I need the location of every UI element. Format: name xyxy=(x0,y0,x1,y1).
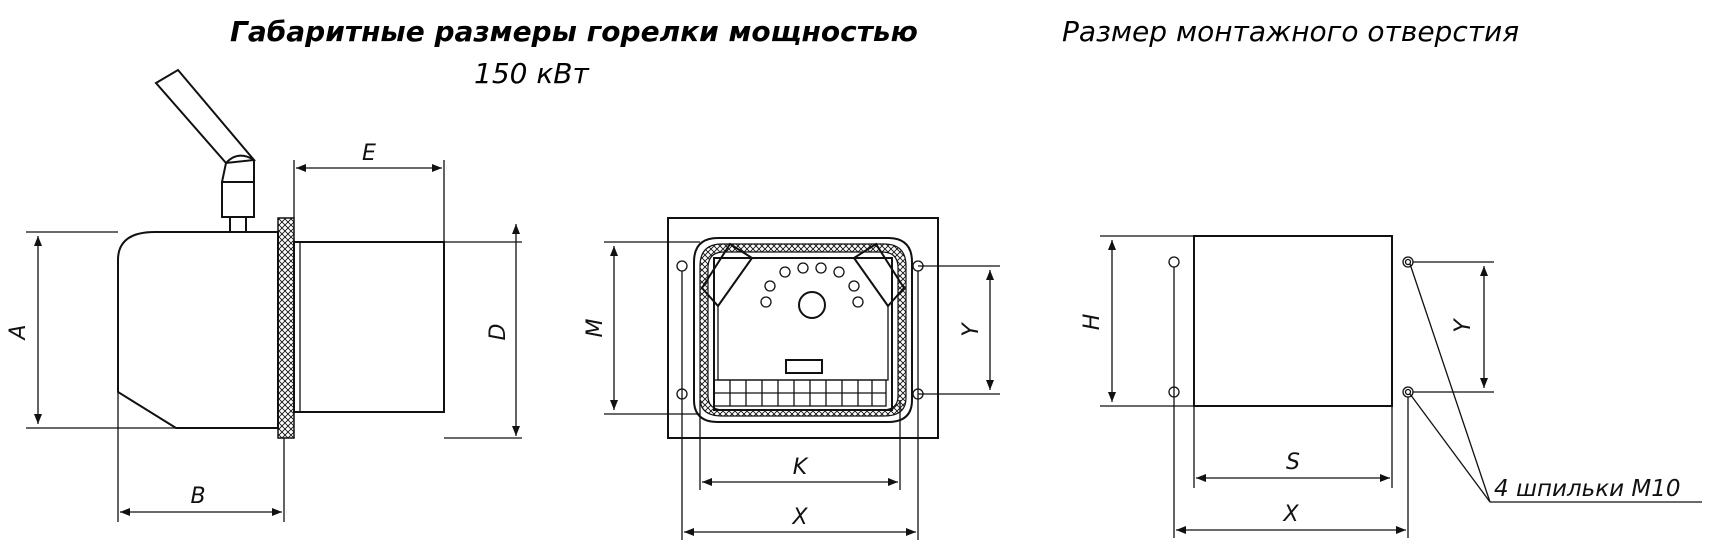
grate xyxy=(713,379,887,407)
dim-label-e: E xyxy=(362,141,376,166)
dim-label-a: A xyxy=(6,324,31,341)
combustion-tube xyxy=(293,241,445,413)
opening-outline xyxy=(1193,235,1393,407)
dim-label-k: K xyxy=(793,455,809,480)
air-holes xyxy=(760,262,864,308)
tube-liner xyxy=(699,243,907,417)
feed-pipe xyxy=(154,68,256,165)
feed-connector xyxy=(221,181,255,218)
dim-label-d: D xyxy=(486,324,511,341)
dim-label-x-front: X xyxy=(791,505,808,530)
leader-line-upper xyxy=(1409,263,1491,503)
tube-outer xyxy=(693,237,913,423)
dim-label-b: B xyxy=(190,484,205,509)
mounting-dimensions: H Y S X 4 шпильки М10 xyxy=(1080,235,1702,538)
mounting-stud-holes xyxy=(1168,256,1414,398)
dim-label-y-mount: Y xyxy=(1451,318,1476,333)
dim-label-x-mount: X xyxy=(1282,502,1299,527)
burner-front-view xyxy=(667,217,939,439)
combustion-chamber xyxy=(713,257,893,411)
burner-title-line1: Габаритные размеры горелки мощностью xyxy=(230,15,918,48)
studs-note: 4 шпильки М10 xyxy=(1494,476,1681,502)
dim-label-y-front: Y xyxy=(959,322,984,337)
igniter-hole xyxy=(798,291,826,319)
side-view-dimensions: A D E B xyxy=(6,141,522,522)
mounting-title: Размер монтажного отверстия xyxy=(1062,15,1520,48)
dim-label-h: H xyxy=(1080,314,1105,331)
mounting-opening xyxy=(1168,235,1414,407)
flange-plate xyxy=(667,217,939,439)
mounting-flange xyxy=(277,217,295,439)
inspection-slot xyxy=(785,359,823,374)
front-view-dimensions: M Y K X xyxy=(583,241,1000,540)
burner-title-line2: 150 кВт xyxy=(474,57,589,90)
dim-label-s: S xyxy=(1286,450,1300,475)
burner-body xyxy=(117,231,279,429)
burner-side-view xyxy=(117,68,445,439)
leader-line-lower xyxy=(1409,393,1491,503)
dim-label-m: M xyxy=(583,318,608,337)
